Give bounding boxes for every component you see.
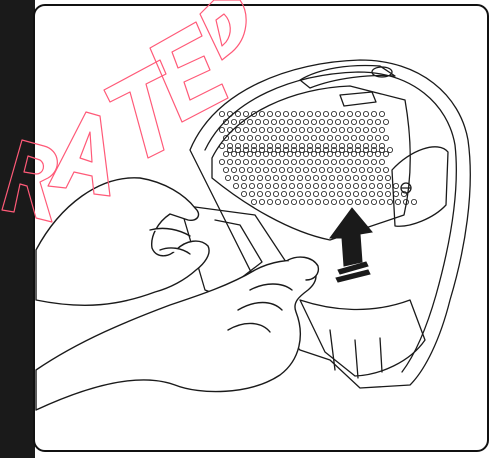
- side-latch-panel: [392, 147, 448, 226]
- vacuum-top-slot: [340, 92, 376, 106]
- left-hand: [36, 178, 209, 306]
- filter-grille-outline: [212, 86, 410, 240]
- lower-housing: [300, 300, 425, 376]
- filter-perforations: [219, 111, 416, 204]
- upward-arrow-icon: [330, 208, 372, 282]
